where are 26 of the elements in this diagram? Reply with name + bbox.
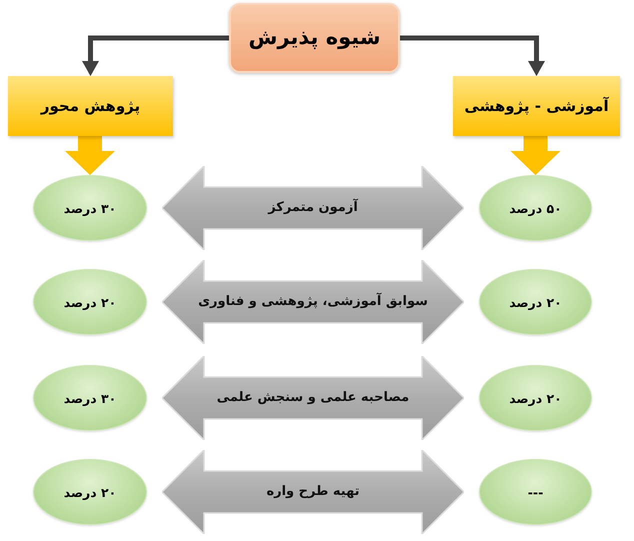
criterion-label: سوابق آموزشی، پژوهشی و فناوری — [198, 294, 428, 310]
percentage-label: ۲۰ درصد — [509, 294, 562, 310]
category-box — [453, 76, 620, 136]
title-text: شیوه پذیرش — [248, 25, 381, 51]
criterion-label: آزمون متمرکز — [268, 200, 358, 216]
percentage-label: ۵۰ درصد — [509, 200, 562, 216]
double-arrow-band — [162, 166, 464, 250]
percentage-label: ۳۰ درصد — [64, 390, 116, 406]
category-label: آموزشی - پژوهشی — [464, 97, 609, 115]
percentage-label: --- — [528, 484, 544, 500]
percentage-label: ۳۰ درصد — [64, 200, 116, 216]
title-box — [229, 3, 400, 73]
double-arrow-band — [162, 356, 464, 440]
criterion-label: مصاحبه علمی و سنجش علمی — [216, 390, 410, 406]
percentage-label: ۲۰ درصد — [64, 294, 116, 310]
elbow-arrow — [82, 36, 229, 76]
elbow-arrow — [400, 36, 545, 76]
double-arrow-band — [162, 260, 464, 344]
percentage-label: ۲۰ درصد — [64, 484, 116, 500]
category-box — [8, 76, 173, 136]
criterion-label: تهیه طرح واره — [266, 484, 360, 500]
block-arrow — [510, 136, 560, 175]
double-arrow-band — [162, 450, 464, 534]
category-label: پژوهش محور — [40, 97, 140, 115]
percentage-label: ۲۰ درصد — [509, 390, 562, 406]
block-arrow — [65, 136, 115, 175]
